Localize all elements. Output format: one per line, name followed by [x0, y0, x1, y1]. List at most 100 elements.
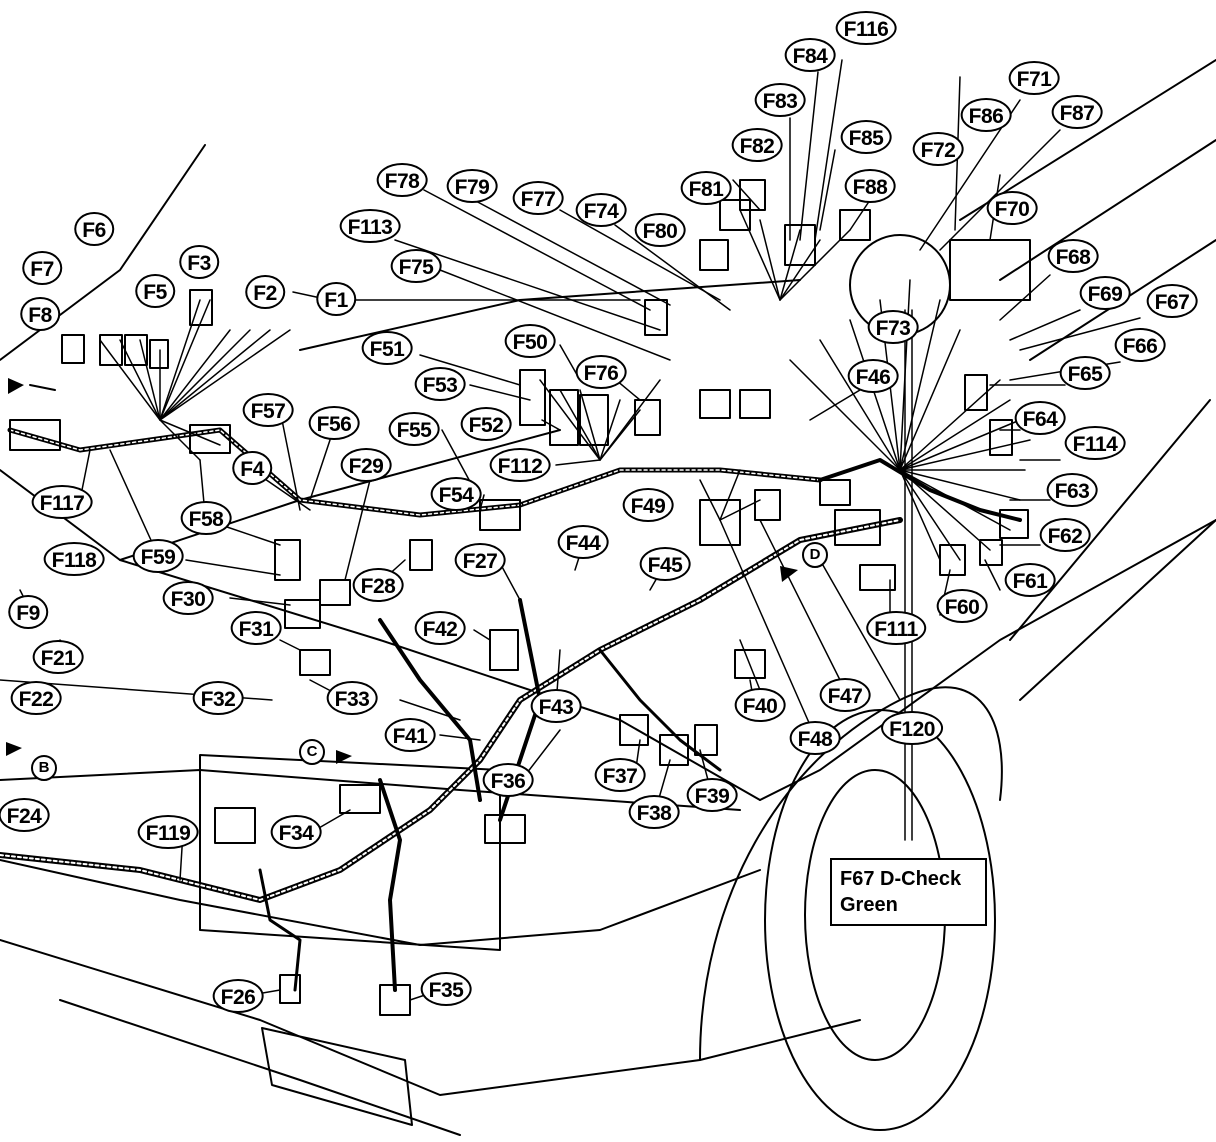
hood-crease-2: [119, 429, 561, 561]
label-f32: F32: [192, 681, 244, 715]
arrow-left-top: [8, 378, 24, 394]
label-f56: F56: [308, 406, 360, 440]
label-f8: F8: [20, 297, 60, 331]
label-f46: F46: [847, 359, 899, 393]
harness-right: [818, 458, 1022, 522]
grille-box: [199, 754, 501, 951]
d-check-callout: F67 D-Check Green: [830, 858, 987, 926]
label-f37: F37: [594, 758, 646, 792]
arrow-b-line: [29, 384, 56, 391]
label-f21: F21: [32, 640, 84, 674]
arrow-c: [336, 750, 352, 764]
bumper-top: [0, 769, 741, 811]
label-f62: F62: [1039, 518, 1091, 552]
label-f55: F55: [388, 412, 440, 446]
label-f44: F44: [557, 525, 609, 559]
label-f83: F83: [754, 83, 806, 117]
ref-d: D: [802, 542, 828, 568]
label-f63: F63: [1046, 473, 1098, 507]
label-f117: F117: [31, 485, 93, 519]
harness-branch-4: [378, 778, 402, 992]
ref-c: C: [299, 739, 325, 765]
label-f67: F67: [1146, 284, 1198, 318]
label-f85: F85: [840, 120, 892, 154]
label-f82: F82: [731, 128, 783, 162]
label-f40: F40: [734, 688, 786, 722]
label-f60: F60: [936, 589, 988, 623]
harness-upper-texture: [9, 429, 821, 516]
label-f6: F6: [74, 212, 114, 246]
label-f51: F51: [361, 331, 413, 365]
label-f5: F5: [135, 274, 175, 308]
label-f1: F1: [316, 282, 356, 316]
label-f120: F120: [881, 711, 943, 745]
windshield-line-2: [999, 139, 1216, 281]
label-f113: F113: [339, 209, 401, 243]
label-f26: F26: [212, 979, 264, 1013]
plate-recess: [261, 1027, 413, 1126]
label-f48: F48: [789, 721, 841, 755]
label-f41: F41: [384, 718, 436, 752]
label-f111: F111: [866, 611, 926, 645]
label-f74: F74: [575, 193, 627, 227]
label-f31: F31: [230, 611, 282, 645]
label-f79: F79: [446, 169, 498, 203]
label-f29: F29: [340, 448, 392, 482]
junction-fan-left: [99, 299, 291, 461]
cowl-line-2: [1019, 519, 1216, 701]
arrow-d: [780, 566, 798, 582]
bumper-lower: [0, 939, 861, 1096]
label-f57: F57: [242, 393, 294, 427]
label-f4: F4: [232, 451, 272, 485]
connector-blocks: [9, 179, 1031, 1016]
label-f72: F72: [912, 132, 964, 166]
label-f7: F7: [22, 251, 62, 285]
label-f54: F54: [430, 477, 482, 511]
label-f39: F39: [686, 778, 738, 812]
label-f87: F87: [1051, 95, 1103, 129]
label-f35: F35: [420, 972, 472, 1006]
label-f50: F50: [504, 324, 556, 358]
label-f119: F119: [137, 815, 199, 849]
harness-lower-texture: [0, 519, 901, 901]
label-f116: F116: [835, 11, 897, 45]
label-f49: F49: [622, 488, 674, 522]
junction-fan-right: [789, 279, 1031, 561]
label-f78: F78: [376, 163, 428, 197]
label-f112: F112: [489, 448, 551, 482]
label-f45: F45: [639, 547, 691, 581]
label-f2: F2: [245, 275, 285, 309]
label-f118: F118: [43, 542, 105, 576]
label-f81: F81: [680, 171, 732, 205]
label-f88: F88: [844, 169, 896, 203]
label-f22: F22: [10, 681, 62, 715]
label-f42: F42: [414, 611, 466, 645]
label-f38: F38: [628, 795, 680, 829]
label-f47: F47: [819, 678, 871, 712]
label-f52: F52: [460, 407, 512, 441]
bumper-bottom: [59, 999, 461, 1136]
label-f84-top: F84: [784, 38, 836, 72]
label-f30: F30: [162, 581, 214, 615]
callout-line-1: F67 D-Check: [840, 868, 962, 890]
leader-lines: [0, 59, 1141, 1001]
label-f36: F36: [482, 763, 534, 797]
label-f28: F28: [352, 568, 404, 602]
label-f65: F65: [1059, 356, 1111, 390]
label-f58: F58: [180, 501, 232, 535]
label-f77: F77: [512, 181, 564, 215]
label-f24: F24: [0, 798, 50, 832]
label-f73: F73: [867, 310, 919, 344]
label-f75: F75: [390, 249, 442, 283]
label-f34: F34: [270, 815, 322, 849]
arrow-left-b: [6, 742, 22, 756]
label-f9: F9: [8, 595, 48, 629]
label-f69: F69: [1079, 276, 1131, 310]
label-f3: F3: [179, 245, 219, 279]
callout-line-2: Green: [840, 894, 898, 916]
fender-line: [0, 469, 761, 801]
label-f64: F64: [1014, 401, 1066, 435]
label-f59: F59: [132, 539, 184, 573]
label-f71: F71: [1008, 61, 1060, 95]
